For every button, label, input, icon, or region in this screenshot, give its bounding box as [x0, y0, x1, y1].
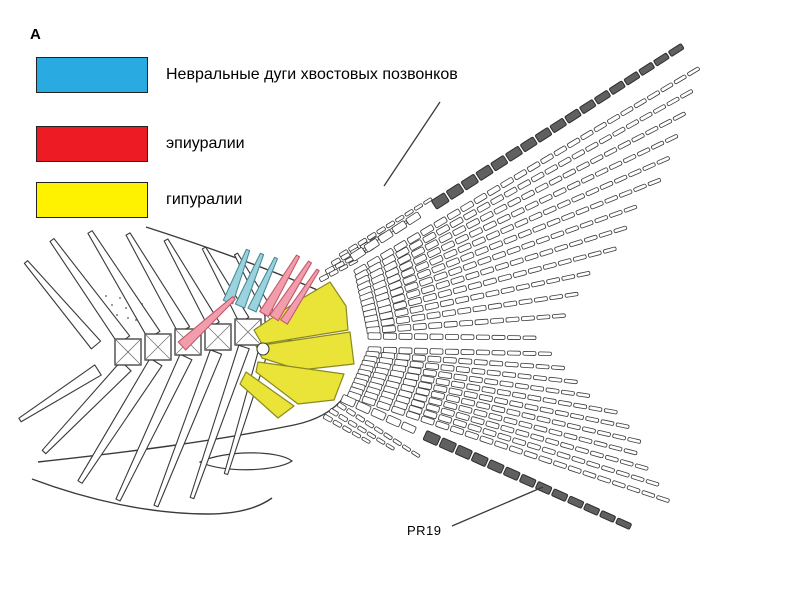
epural-highlight: [177, 254, 320, 351]
legend-swatch-neural-arches: [36, 57, 148, 93]
legend-swatch-hypurals: [36, 182, 148, 218]
legend-row-neural-arches: Невральные дуги хвостовых позвонков: [36, 57, 458, 93]
hypural-highlight: [239, 281, 355, 419]
legend-row-hypurals: гипуралии: [36, 182, 242, 218]
pr19-annotation: PR19: [407, 523, 442, 538]
legend-row-epurals: эпиуралии: [36, 126, 245, 162]
legend-label-hypurals: гипуралии: [166, 191, 243, 208]
vertebral-spines: [18, 230, 275, 508]
upper-fin-rays: [350, 43, 700, 340]
legend-label-epurals: эпиуралии: [166, 135, 245, 152]
legend-swatch-epurals: [36, 126, 148, 162]
neural-arch-highlight: [222, 248, 278, 313]
lower-fin-rays: [340, 346, 670, 530]
panel-label: A: [30, 26, 41, 43]
pointer-lines: [383, 101, 544, 527]
legend-label-neural-arches: Невральные дуги хвостовых позвонков: [166, 66, 458, 83]
